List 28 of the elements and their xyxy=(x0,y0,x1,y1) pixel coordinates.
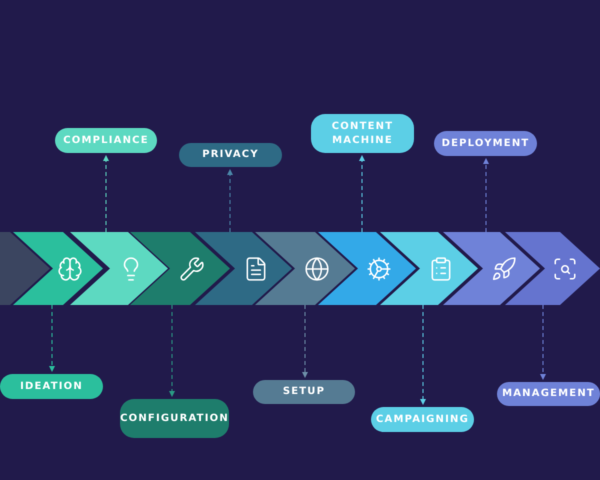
chevron-shape xyxy=(380,232,478,305)
leader-arrow xyxy=(49,304,55,372)
chevron-shape xyxy=(255,232,355,305)
leader-arrow xyxy=(103,155,109,232)
chevron-shape xyxy=(13,232,103,305)
chevron-shape xyxy=(505,232,600,305)
stage-tag: CAMPAIGNING xyxy=(371,407,474,432)
stage-tag: CONFIGURATION xyxy=(120,399,229,438)
chevron-shape xyxy=(318,232,416,305)
stage-tag: DEPLOYMENT xyxy=(434,131,537,156)
chevron-shape xyxy=(0,232,50,305)
stage-tag: IDEATION xyxy=(0,374,103,399)
chevron-shape xyxy=(70,232,168,305)
leader-arrow xyxy=(483,158,489,232)
chevron-shape xyxy=(130,232,230,305)
leader-arrow xyxy=(227,169,233,232)
leader-arrow xyxy=(420,304,426,405)
stage-tag: CONTENT MACHINE xyxy=(311,114,414,153)
leader-arrow xyxy=(540,304,546,380)
stage-tag: COMPLIANCE xyxy=(55,128,157,153)
leader-arrow xyxy=(359,155,365,232)
stage-tag: SETUP xyxy=(253,380,355,404)
chevron-shape xyxy=(443,232,540,305)
leader-arrow xyxy=(302,304,308,378)
chevron-shape xyxy=(195,232,292,305)
stage-tag: PRIVACY xyxy=(179,143,282,167)
stage-tag: MANAGEMENT xyxy=(497,382,600,406)
leader-arrow xyxy=(169,304,175,397)
